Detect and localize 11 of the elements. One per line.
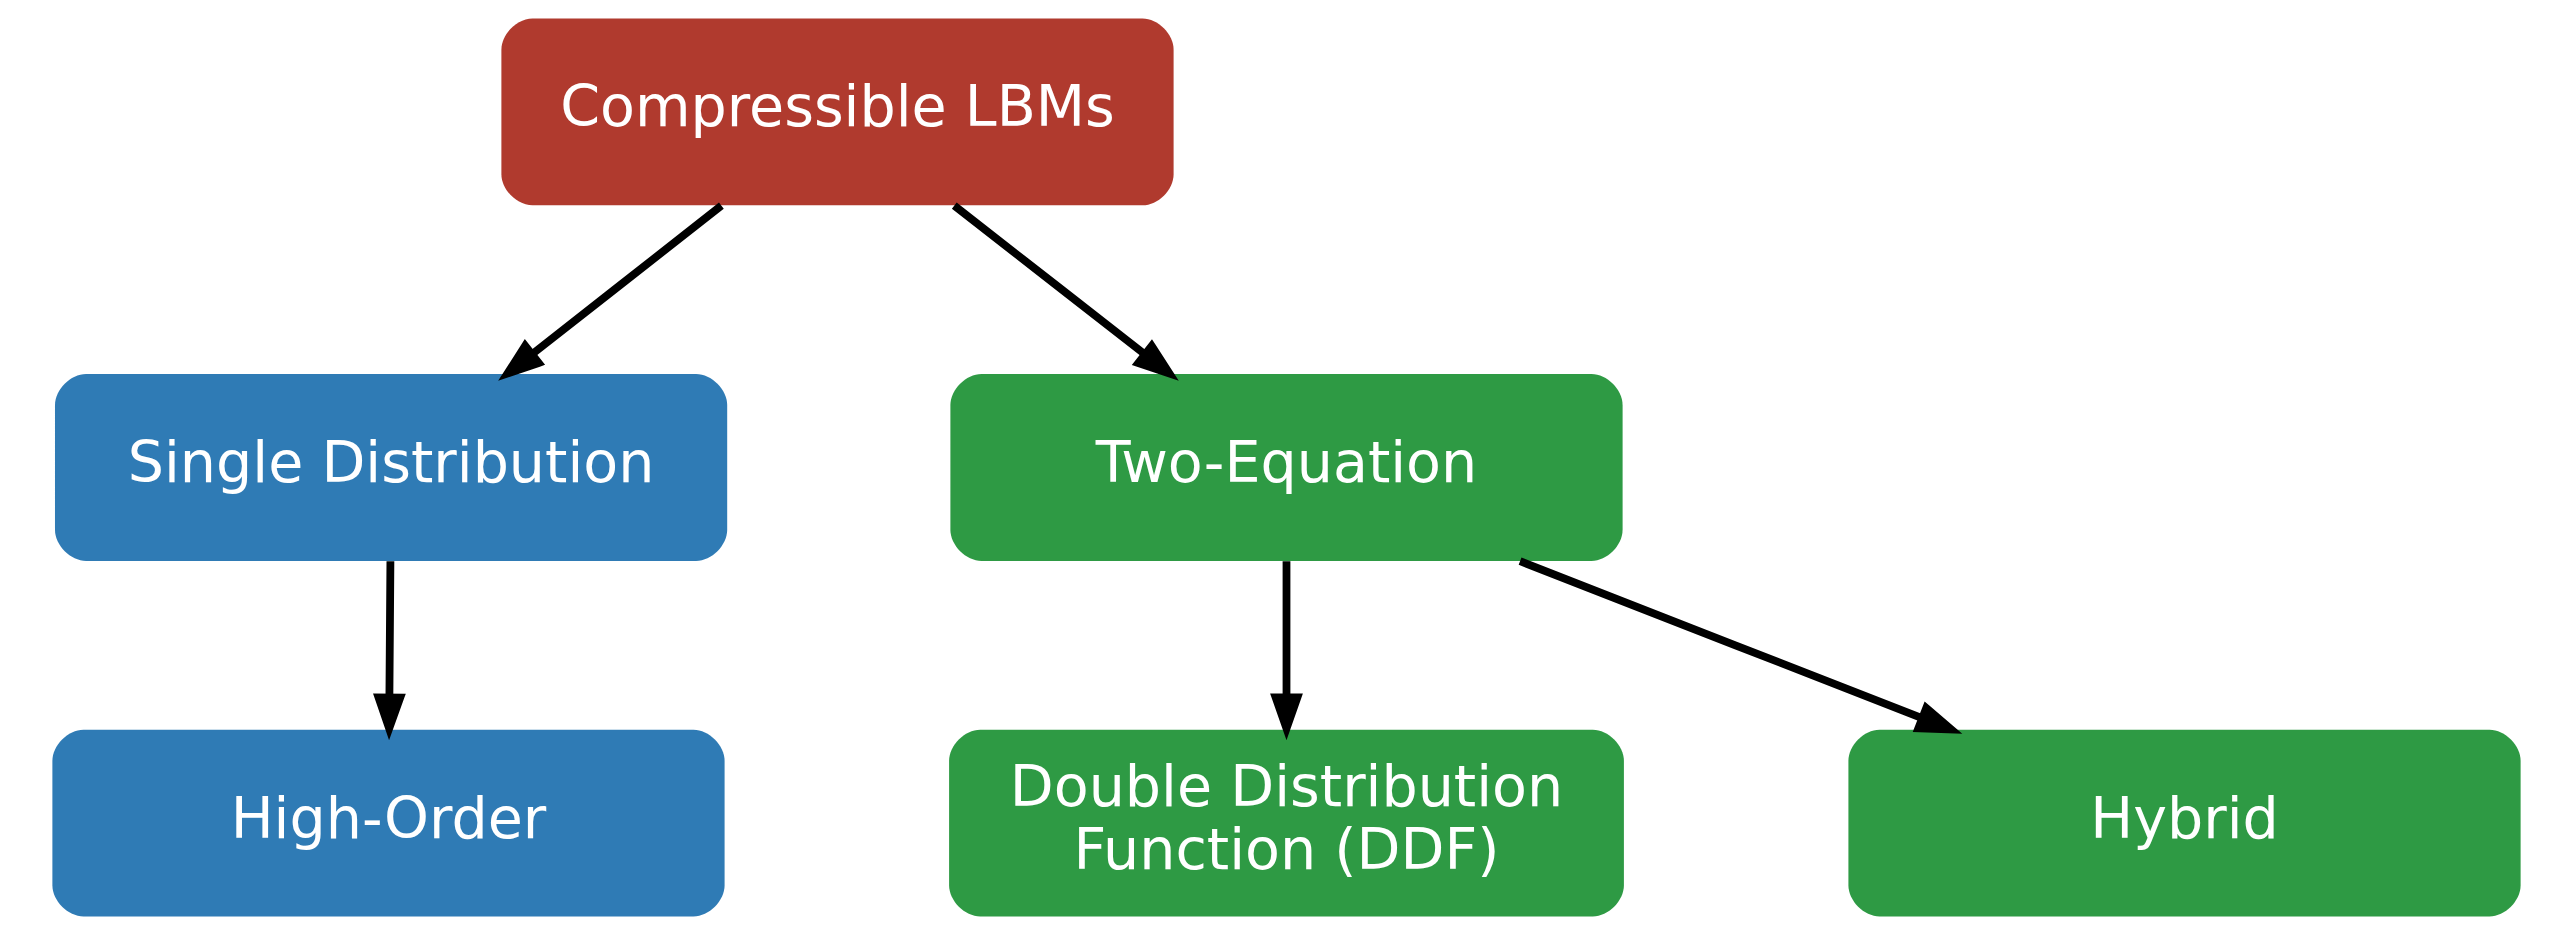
node-box: High-Order: [51, 729, 725, 917]
node-box: Compressible LBMs: [500, 18, 1174, 206]
arrow: [1518, 557, 1962, 734]
node-box: Single Distribution: [54, 374, 727, 561]
arrow: [1269, 561, 1303, 741]
arrow: [497, 202, 724, 381]
node-box: Double Distribution Function (DDF): [948, 729, 1624, 917]
node-box: Two-Equation: [949, 374, 1623, 561]
arrow: [372, 561, 406, 741]
arrow: [951, 202, 1179, 381]
node-box: Hybrid: [1847, 729, 2521, 917]
